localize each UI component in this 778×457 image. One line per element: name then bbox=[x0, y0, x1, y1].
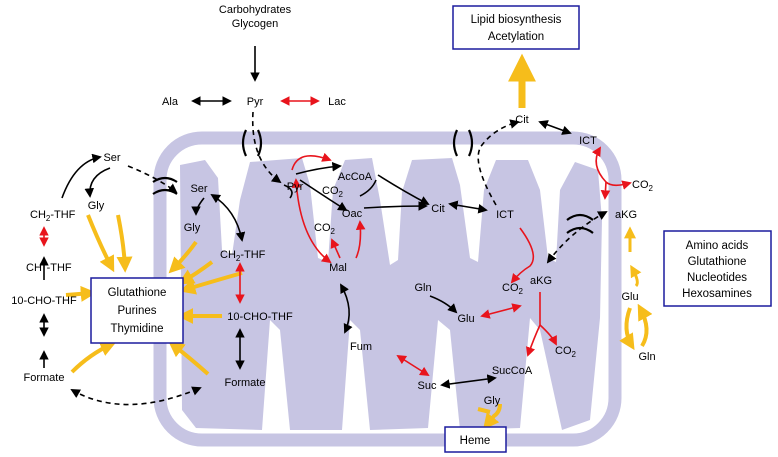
nucleotide-box-line-2: Purines bbox=[118, 305, 157, 317]
label-carbohydrates: Carbohydrates bbox=[219, 4, 292, 16]
label-glu-cytosol: Glu bbox=[621, 291, 638, 303]
label-gln-mito: Gln bbox=[414, 282, 431, 294]
label-pyr-mito: Pyr bbox=[287, 181, 304, 193]
metabolite-labels: Carbohydrates Glycogen Ala Pyr Lac Ser G… bbox=[11, 4, 655, 407]
amino-box-line-4: Hexosamines bbox=[682, 288, 752, 300]
lipid-box-line-2: Acetylation bbox=[488, 31, 544, 43]
label-formate-cytosol: Formate bbox=[24, 372, 65, 384]
label-akg-mito: aKG bbox=[530, 275, 552, 287]
lipid-box: Lipid biosynthesis Acetylation bbox=[452, 5, 580, 50]
label-cit-cytosol: Cit bbox=[515, 114, 528, 126]
label-pyr-cytosol: Pyr bbox=[247, 96, 264, 108]
amino-box: Amino acids Glutathione Nucleotides Hexo… bbox=[663, 230, 772, 307]
yellow-arrows-cytosol bbox=[65, 214, 243, 376]
heme-box-label: Heme bbox=[460, 435, 491, 447]
nucleotide-box-line-3: Thymidine bbox=[110, 323, 163, 335]
label-10-cho-thf-cytosol: 10-CHO-THF bbox=[11, 295, 77, 307]
label-co2-b: CO2 bbox=[314, 222, 336, 236]
label-ch2-thf-mito: CH2-THF bbox=[220, 249, 266, 263]
label-ict-mito: ICT bbox=[496, 209, 514, 221]
label-gly-mito: Gly bbox=[184, 222, 201, 234]
label-accoa: AcCoA bbox=[338, 171, 373, 183]
label-ser-mito: Ser bbox=[190, 183, 207, 195]
label-succoa: SucCoA bbox=[492, 365, 533, 377]
amino-box-line-2: Glutathione bbox=[688, 256, 747, 268]
label-co2-e: CO2 bbox=[632, 179, 654, 193]
dashed-arrows bbox=[70, 111, 608, 406]
label-ser-cytosol: Ser bbox=[103, 152, 120, 164]
label-lac: Lac bbox=[328, 96, 346, 108]
red-arrows bbox=[39, 96, 632, 377]
heme-box: Heme bbox=[444, 426, 507, 453]
nucleotide-box: Glutathione Purines Thymidine bbox=[90, 277, 184, 344]
label-gly-cytosol: Gly bbox=[88, 200, 105, 212]
label-cit-mito: Cit bbox=[431, 203, 444, 215]
label-fum: Fum bbox=[350, 341, 372, 353]
label-suc: Suc bbox=[418, 380, 437, 392]
label-ch2-thf-cytosol: CH2-THF bbox=[30, 209, 76, 223]
label-glycogen: Glycogen bbox=[232, 18, 278, 30]
label-co2-a: CO2 bbox=[322, 185, 344, 199]
label-glu-mito: Glu bbox=[457, 313, 474, 325]
amino-box-line-3: Nucleotides bbox=[687, 272, 747, 284]
amino-box-line-1: Amino acids bbox=[686, 240, 749, 252]
label-ch-thf-cytosol: CH+-THF bbox=[26, 260, 72, 274]
label-mal: Mal bbox=[329, 262, 347, 274]
label-gln-cytosol: Gln bbox=[638, 351, 655, 363]
label-co2-d: CO2 bbox=[555, 345, 577, 359]
label-ala: Ala bbox=[162, 96, 179, 108]
yellow-arrows-right bbox=[477, 53, 653, 430]
label-gly-heme: Gly bbox=[484, 395, 501, 407]
mitochondrion-matrix bbox=[180, 158, 602, 430]
label-ict-cytosol: ICT bbox=[579, 135, 597, 147]
label-akg-cytosol: aKG bbox=[615, 209, 637, 221]
lipid-box-line-1: Lipid biosynthesis bbox=[471, 14, 562, 26]
label-co2-c: CO2 bbox=[502, 282, 524, 296]
label-formate-mito: Formate bbox=[225, 377, 266, 389]
label-10-cho-thf-mito: 10-CHO-THF bbox=[227, 311, 293, 323]
label-oac: Oac bbox=[342, 208, 363, 220]
nucleotide-box-line-1: Glutathione bbox=[108, 287, 167, 299]
